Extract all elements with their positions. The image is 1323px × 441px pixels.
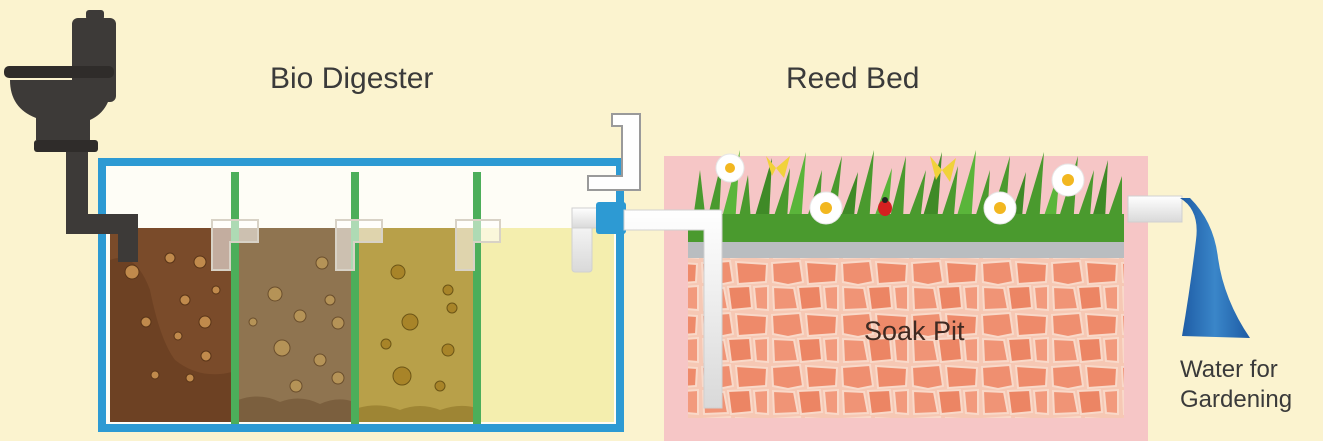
gravel-layer [688, 240, 1124, 258]
divider-wall-1 [231, 172, 239, 424]
sewer-pipe-icon [66, 124, 138, 262]
soak-pit-stones [688, 258, 1124, 418]
butterfly-icon [766, 156, 956, 182]
bio-digester-tank [98, 113, 641, 432]
reed-bed-label: Reed Bed [786, 62, 920, 95]
grass [688, 150, 1124, 242]
sludge-particles [124, 252, 221, 383]
water-for-gardening-label: Water for Gardening [1180, 356, 1293, 413]
flower-icon [715, 153, 1085, 225]
ladybug-icon [878, 197, 892, 216]
inlet-pipe-icon [623, 209, 723, 409]
toilet-icon [4, 10, 138, 262]
bio-digester-label: Bio Digester [270, 62, 434, 95]
outlet-pipe-icon [1127, 195, 1183, 223]
soak-pit-label: Soak Pit [864, 316, 965, 346]
chamber-4-water [480, 228, 614, 422]
divider-wall-2 [351, 172, 359, 424]
water-stream [1180, 198, 1250, 338]
transfer-pipes [211, 219, 501, 271]
reed-bed-pit [623, 150, 1250, 441]
divider-wall-3 [473, 172, 481, 424]
vent-pipe-icon [587, 113, 641, 191]
